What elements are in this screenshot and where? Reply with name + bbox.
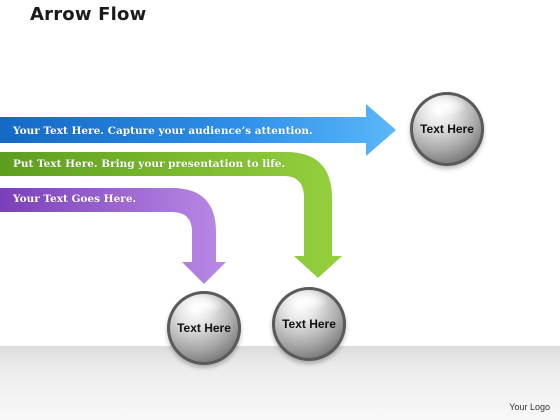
floor-band (0, 346, 560, 420)
purple-arrow (0, 188, 226, 284)
arrow-label-purple: Your Text Goes Here. (13, 193, 137, 205)
sphere-label: Text Here (177, 321, 231, 335)
green-arrow (0, 152, 342, 278)
logo-text: Your Logo (509, 402, 550, 412)
sphere-top-right: Text Here (410, 92, 484, 166)
blue-arrow (0, 104, 396, 156)
sphere-highlight (288, 292, 328, 310)
sphere-label: Text Here (282, 317, 336, 331)
sphere-label: Text Here (420, 122, 474, 136)
arrow-label-blue: Your Text Here. Capture your audience’s … (13, 125, 313, 137)
sphere-bottom-middle: Text Here (272, 287, 346, 361)
sphere-highlight (183, 296, 223, 314)
sphere-highlight (426, 97, 466, 115)
sphere-bottom-left: Text Here (167, 291, 241, 365)
slide-title: Arrow Flow (30, 4, 147, 25)
arrow-label-green: Put Text Here. Bring your presentation t… (13, 158, 286, 170)
